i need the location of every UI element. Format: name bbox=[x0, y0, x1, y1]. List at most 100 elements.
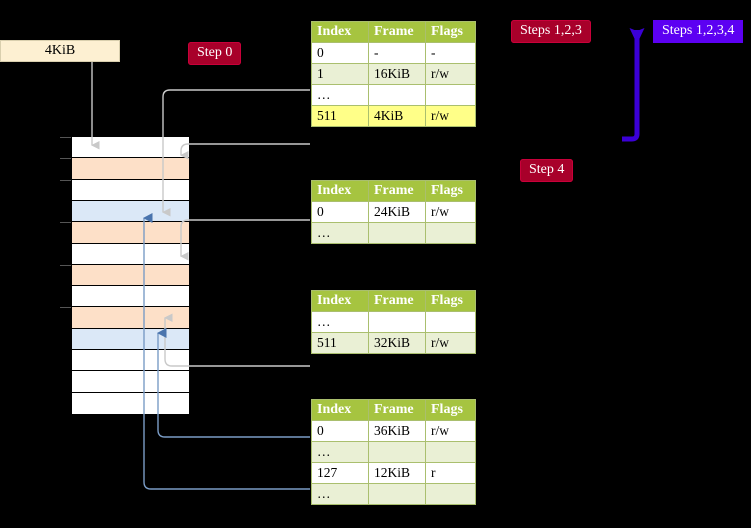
cell-flags: r/w bbox=[426, 421, 476, 442]
cell-index: … bbox=[312, 484, 369, 505]
table-row: 024KiBr/w bbox=[312, 202, 476, 223]
cell-index: 0 bbox=[312, 43, 369, 64]
table-row: … bbox=[312, 484, 476, 505]
cell-index: … bbox=[312, 312, 369, 333]
connector-steps-bracket bbox=[622, 30, 637, 139]
column-header-flags: Flags bbox=[426, 400, 476, 421]
memory-frame-white bbox=[72, 371, 189, 392]
cell-index: 511 bbox=[312, 106, 369, 127]
cell-index: … bbox=[312, 223, 369, 244]
memory-tick bbox=[60, 180, 71, 181]
memory-frame-orange bbox=[72, 307, 189, 328]
memory-frame-orange bbox=[72, 265, 189, 286]
column-header-frame: Frame bbox=[369, 181, 426, 202]
cell-frame: 4KiB bbox=[369, 106, 426, 127]
cell-flags: - bbox=[426, 43, 476, 64]
connector-t0r511-to-memory bbox=[181, 144, 310, 155]
badge-steps-123: Steps 1,2,3 bbox=[511, 20, 591, 43]
cell-flags: r bbox=[426, 463, 476, 484]
column-header-frame: Frame bbox=[369, 400, 426, 421]
cell-flags: r/w bbox=[426, 64, 476, 85]
column-header-flags: Flags bbox=[426, 291, 476, 312]
badge-steps-1234: Steps 1,2,3,4 bbox=[653, 20, 743, 43]
badge-step-4-label: Step 4 bbox=[529, 162, 564, 177]
cell-frame: 12KiB bbox=[369, 463, 426, 484]
table-header-row: IndexFrameFlags bbox=[312, 400, 476, 421]
badge-steps-123-label: Steps 1,2,3 bbox=[520, 23, 582, 38]
column-header-index: Index bbox=[312, 291, 369, 312]
table-header-row: IndexFrameFlags bbox=[312, 22, 476, 43]
memory-frame-white bbox=[72, 286, 189, 307]
table-header-row: IndexFrameFlags bbox=[312, 291, 476, 312]
badge-step-0-label: Step 0 bbox=[197, 45, 232, 60]
pt-table: IndexFrameFlags036KiBr/w…12712KiBr… bbox=[311, 399, 476, 505]
cell-flags bbox=[426, 312, 476, 333]
table-row: … bbox=[312, 442, 476, 463]
cell-index: 0 bbox=[312, 202, 369, 223]
badge-steps-1234-label: Steps 1,2,3,4 bbox=[662, 23, 734, 38]
kib-box: 4KiB bbox=[0, 40, 120, 62]
table-row: 036KiBr/w bbox=[312, 421, 476, 442]
memory-tick bbox=[60, 307, 71, 308]
cell-frame: 32KiB bbox=[369, 333, 426, 354]
table-header-row: IndexFrameFlags bbox=[312, 181, 476, 202]
cell-index: 0 bbox=[312, 421, 369, 442]
memory-frame-orange bbox=[72, 158, 189, 179]
memory-frame-white bbox=[72, 350, 189, 371]
cell-flags: r/w bbox=[426, 333, 476, 354]
column-header-frame: Frame bbox=[369, 291, 426, 312]
memory-tick bbox=[60, 222, 71, 223]
table-row: 12712KiBr bbox=[312, 463, 476, 484]
cell-index: … bbox=[312, 442, 369, 463]
connector-t1r0-to-memory bbox=[181, 220, 310, 256]
cell-index: 511 bbox=[312, 333, 369, 354]
column-header-index: Index bbox=[312, 181, 369, 202]
column-header-index: Index bbox=[312, 400, 369, 421]
column-header-index: Index bbox=[312, 22, 369, 43]
cell-flags bbox=[426, 484, 476, 505]
cell-frame bbox=[369, 484, 426, 505]
cell-flags: r/w bbox=[426, 202, 476, 223]
table-row: 0-- bbox=[312, 43, 476, 64]
memory-frame-blue bbox=[72, 201, 189, 222]
cell-frame bbox=[369, 223, 426, 244]
cell-flags bbox=[426, 442, 476, 463]
column-header-frame: Frame bbox=[369, 22, 426, 43]
memory-frame-white bbox=[72, 244, 189, 265]
memory-frame-white bbox=[72, 393, 189, 414]
physical-memory-column bbox=[71, 136, 190, 415]
column-header-flags: Flags bbox=[426, 181, 476, 202]
table-row: … bbox=[312, 312, 476, 333]
cell-flags: r/w bbox=[426, 106, 476, 127]
cell-flags bbox=[426, 85, 476, 106]
badge-step-0: Step 0 bbox=[188, 42, 241, 65]
cell-index: 1 bbox=[312, 64, 369, 85]
memory-tick bbox=[60, 265, 71, 266]
memory-tick bbox=[60, 137, 71, 138]
memory-frame-blue bbox=[72, 329, 189, 350]
cell-frame: 24KiB bbox=[369, 202, 426, 223]
table-row: … bbox=[312, 85, 476, 106]
pdpt-table: IndexFrameFlags024KiBr/w… bbox=[311, 180, 476, 244]
table-row: … bbox=[312, 223, 476, 244]
memory-frame-white bbox=[72, 180, 189, 201]
memory-frame-white bbox=[72, 137, 189, 158]
column-header-flags: Flags bbox=[426, 22, 476, 43]
pd-table: IndexFrameFlags…51132KiBr/w bbox=[311, 290, 476, 354]
memory-frame-orange bbox=[72, 222, 189, 243]
cell-frame bbox=[369, 85, 426, 106]
table-row: 5114KiBr/w bbox=[312, 106, 476, 127]
pml4-table: IndexFrameFlags0--116KiBr/w…5114KiBr/w bbox=[311, 21, 476, 127]
memory-tick bbox=[60, 158, 71, 159]
cell-frame: 36KiB bbox=[369, 421, 426, 442]
cell-index: 127 bbox=[312, 463, 369, 484]
table-row: 51132KiBr/w bbox=[312, 333, 476, 354]
cell-flags bbox=[426, 223, 476, 244]
cell-frame bbox=[369, 312, 426, 333]
cell-index: … bbox=[312, 85, 369, 106]
cell-frame bbox=[369, 442, 426, 463]
kib-box-label: 4KiB bbox=[45, 43, 75, 59]
cell-frame: 16KiB bbox=[369, 64, 426, 85]
cell-frame: - bbox=[369, 43, 426, 64]
